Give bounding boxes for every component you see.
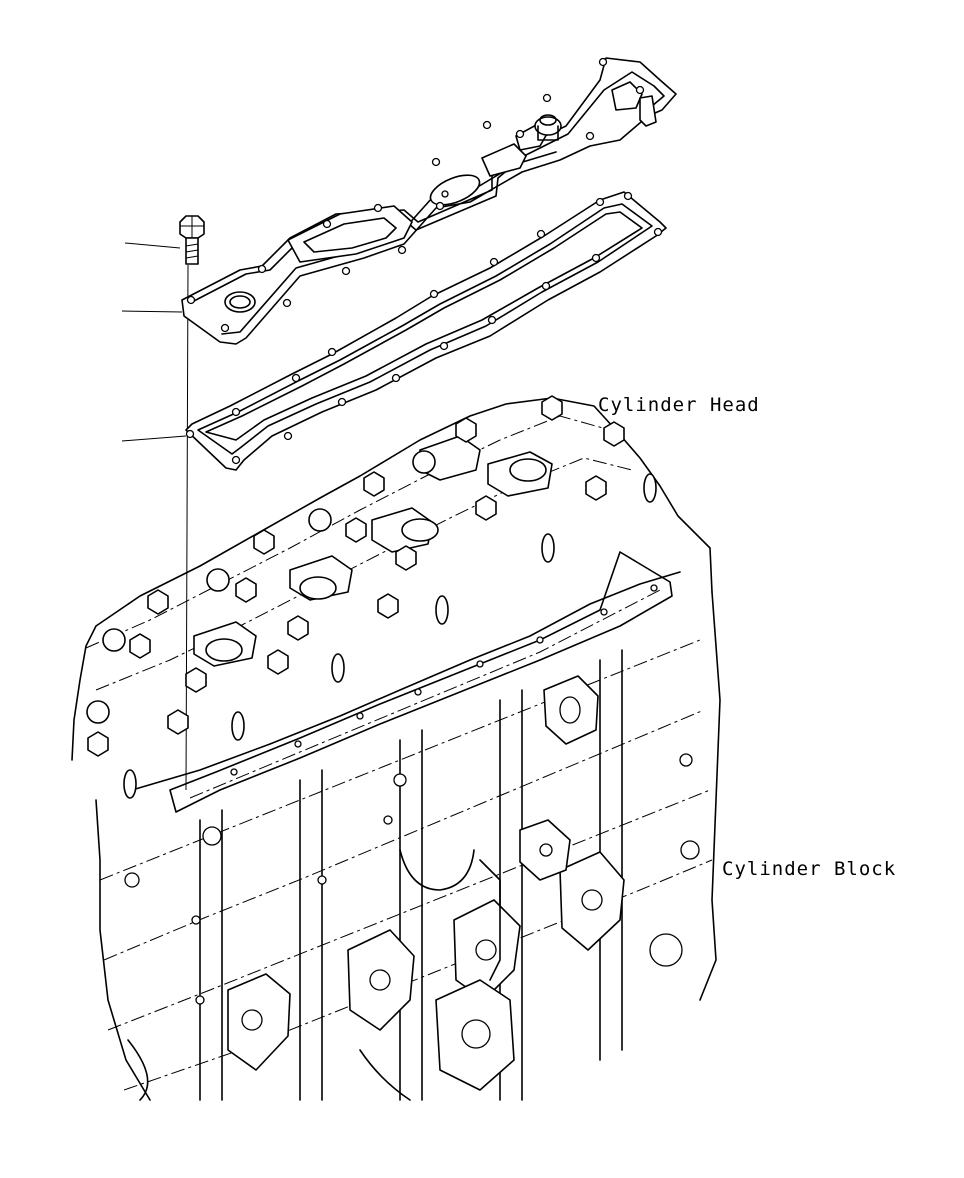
cover-bolt-holes <box>186 57 645 333</box>
gasket-bolt-holes <box>185 191 663 465</box>
cylinder-block-label: Cylinder Block <box>722 858 897 880</box>
cylinder-head-label: Cylinder Head <box>598 394 760 416</box>
leader-cover <box>121 310 183 313</box>
cylinder-block <box>95 591 721 1101</box>
gasket-part <box>185 191 667 471</box>
deck-holes <box>230 584 658 776</box>
block-ribs <box>199 649 623 1101</box>
leader-bolt <box>124 242 181 249</box>
rocker-cover-part <box>181 57 677 345</box>
valve-train-details <box>86 395 657 799</box>
assembly-centerline <box>185 264 189 791</box>
head-nuts <box>87 395 625 757</box>
block-bosses <box>124 675 700 1091</box>
cylinder-head <box>71 395 713 813</box>
bolt-part <box>179 215 205 265</box>
leader-lines <box>121 242 189 791</box>
leader-gasket <box>121 435 187 442</box>
